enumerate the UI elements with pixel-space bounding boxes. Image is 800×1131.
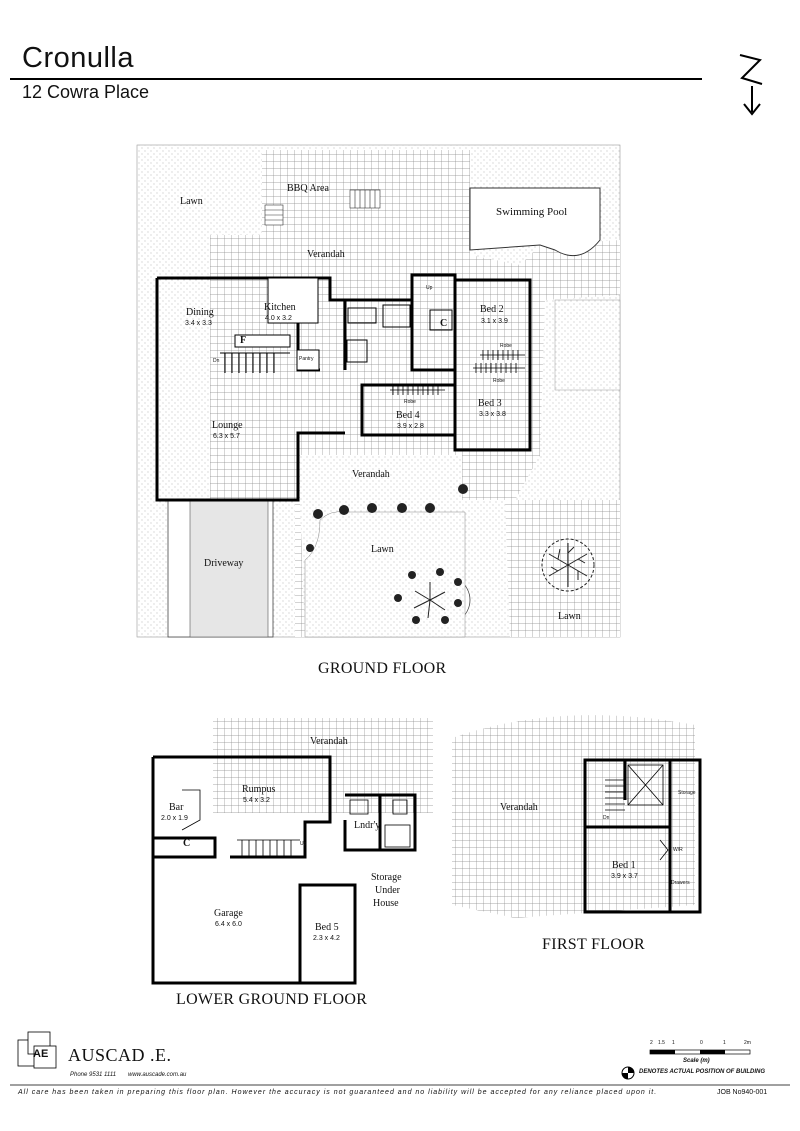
dim-bed1: 3.9 x 3.7 [611, 873, 638, 880]
shrubs [306, 484, 468, 624]
label-pantry: Pantry [299, 356, 314, 362]
label-dn: Dn [213, 358, 220, 364]
paving [210, 150, 620, 637]
ground-floor-fixtures [220, 277, 525, 395]
label-lawn-south: Lawn [371, 544, 394, 555]
heading-lower-ground-floor: LOWER GROUND FLOOR [176, 991, 368, 1008]
page-title: Cronulla [22, 42, 134, 74]
first-verandah-paving [452, 715, 695, 918]
dim-garage: 6.4 x 6.0 [215, 921, 242, 928]
dim-bed3: 3.3 x 3.8 [479, 411, 506, 418]
scale-tick: 1 [723, 1040, 726, 1046]
label-verandah-south: Verandah [352, 469, 390, 480]
trees [413, 538, 595, 619]
dim-bed4: 3.9 x 2.8 [397, 423, 424, 430]
dim-kitchen: 4.0 x 3.2 [265, 315, 292, 322]
label-lawn-nw: Lawn [180, 196, 203, 207]
job-number: JOB No940-001 [717, 1089, 768, 1096]
scale-tick: 2 [650, 1040, 653, 1046]
label-fireplace: F [240, 335, 247, 346]
heading-ground-floor: GROUND FLOOR [318, 660, 447, 677]
lower-verandah-paving [213, 718, 433, 813]
logo-letters: AE [33, 1048, 49, 1060]
north-arrow-icon [739, 54, 763, 116]
scale-bar [649, 1049, 751, 1055]
label-garage: Garage [214, 908, 243, 919]
heading-first-floor: FIRST FLOOR [542, 936, 646, 953]
label-robe-bed3: Robe [493, 378, 505, 384]
dim-lounge: 6.3 x 5.7 [213, 433, 240, 440]
dim-dining: 3.4 x 3.3 [185, 320, 212, 327]
label-lawn-southeast: Lawn [558, 611, 581, 622]
scale-label: Scale (m) [683, 1058, 710, 1064]
position-note: DENOTES ACTUAL POSITION OF BUILDING [639, 1069, 766, 1075]
label-first-dn: Dn [603, 815, 610, 821]
label-storage-1: Storage [371, 872, 402, 883]
ground-floor-walls [155, 273, 532, 502]
dim-bar: 2.0 x 1.9 [161, 815, 188, 822]
scale-tick: 1 [672, 1040, 675, 1046]
label-bed3: Bed 3 [478, 398, 502, 409]
label-first-storage: Storage [678, 790, 696, 796]
label-lower-verandah: Verandah [310, 736, 348, 747]
label-swimming-pool: Swimming Pool [496, 206, 568, 218]
first-floor-drawing [452, 715, 702, 918]
brand-name: AUSCAD .E. [68, 1045, 172, 1065]
brand-phone: Phone 9531 1111 [70, 1072, 117, 1078]
label-verandah-north: Verandah [307, 249, 345, 260]
lawn-south [304, 511, 466, 638]
scale-tick: 1.5 [658, 1040, 665, 1046]
label-dining: Dining [186, 307, 214, 318]
ground-floor-site [136, 144, 621, 638]
auscad-logo [17, 1031, 57, 1069]
label-drawers: Drawers [671, 880, 690, 886]
label-wir: W/R [673, 847, 683, 853]
label-storage-2: Under [375, 885, 400, 896]
scale-tick: 0 [700, 1040, 703, 1046]
label-lower-cupboard: C [183, 838, 191, 849]
label-lower-up: Up [300, 841, 307, 847]
label-up: Up [426, 285, 433, 291]
label-lounge: Lounge [212, 420, 243, 431]
label-laundry: Lndr'y [354, 820, 381, 831]
label-kitchen: Kitchen [264, 302, 296, 313]
label-bed2: Bed 2 [480, 304, 504, 315]
dim-bed2: 3.1 x 3.9 [481, 318, 508, 325]
label-robe-bed4: Robe [404, 399, 416, 405]
label-bed1: Bed 1 [612, 860, 636, 871]
label-storage-3: House [373, 898, 399, 909]
scale-tick: 2m [744, 1040, 751, 1046]
address: 12 Cowra Place [22, 82, 150, 102]
dim-bed5: 2.3 x 4.2 [313, 935, 340, 942]
lawn-east [554, 299, 621, 391]
label-bed5: Bed 5 [315, 922, 339, 933]
brand-website: www.auscade.com.au [128, 1072, 187, 1078]
label-bed4: Bed 4 [396, 410, 420, 421]
lower-ground-floor-drawing [151, 718, 433, 985]
label-driveway: Driveway [204, 558, 244, 569]
bbq-stairs [264, 189, 381, 226]
label-first-verandah: Verandah [500, 802, 538, 813]
north-label: N [745, 57, 746, 58]
label-robe-bed2: Robe [500, 343, 512, 349]
label-cupboard: C [440, 318, 448, 329]
dim-rumpus: 5.4 x 3.2 [243, 797, 270, 804]
position-marker-icon [621, 1066, 635, 1080]
swimming-pool [469, 187, 601, 257]
label-rumpus: Rumpus [242, 784, 276, 795]
label-bar: Bar [169, 802, 184, 813]
title-rule [10, 78, 702, 80]
disclaimer: All care has been taken in preparing thi… [18, 1089, 658, 1096]
label-bbq-area: BBQ Area [287, 183, 329, 194]
